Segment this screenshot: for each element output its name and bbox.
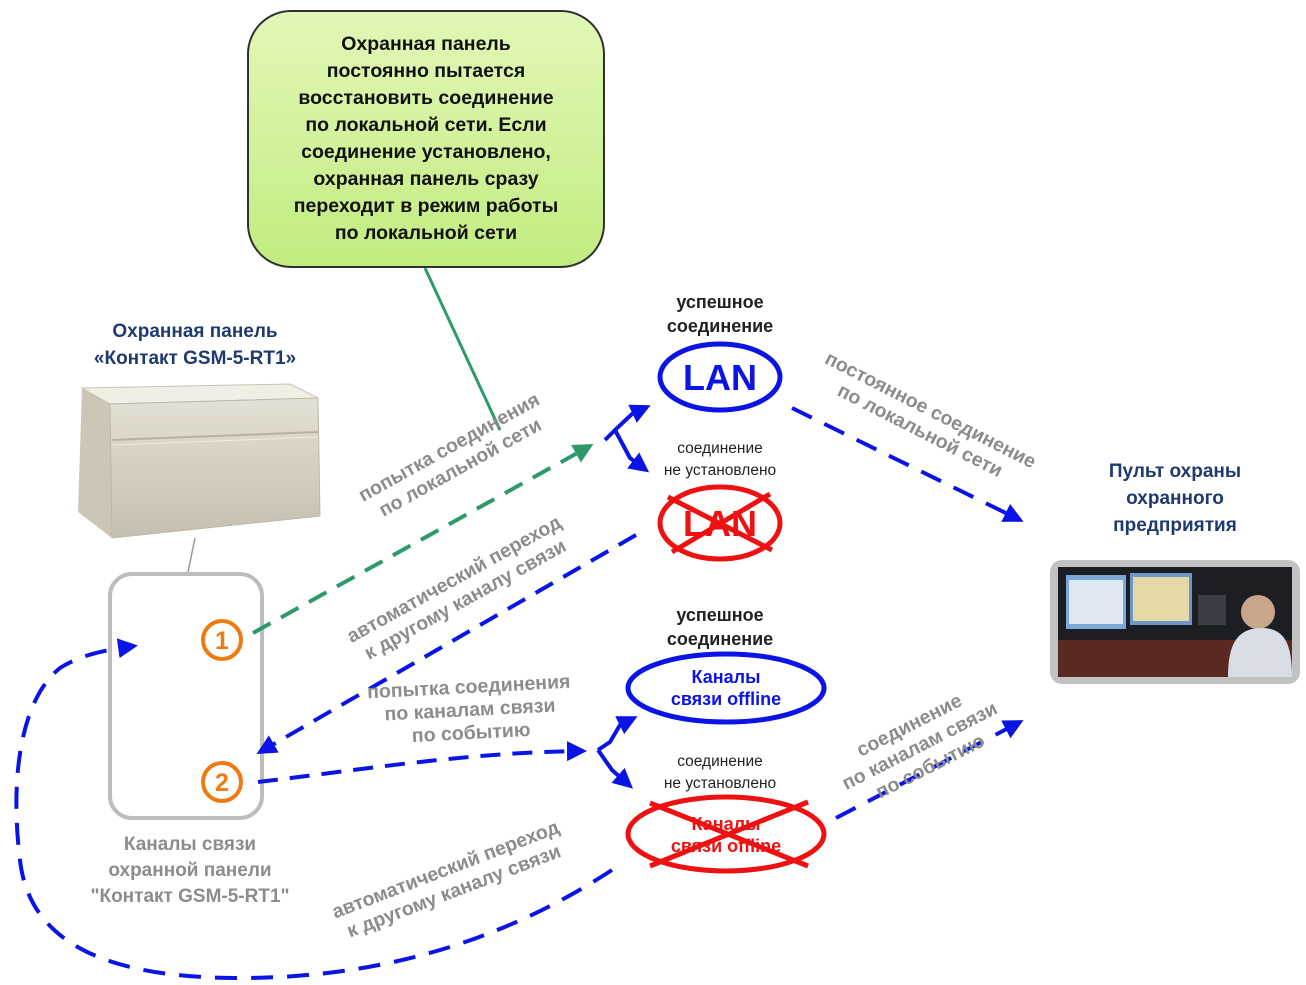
- console-title: Пульт охраны охранного предприятия: [1075, 458, 1275, 539]
- status-line: успешное: [676, 292, 764, 312]
- lan-fail-label: LAN: [683, 503, 757, 544]
- lan-fail-cross: [670, 491, 772, 555]
- panel-title: Охранная панель «Контакт GSM-5-RT1»: [40, 318, 350, 372]
- status-line: успешное: [676, 605, 764, 625]
- device-connector: [187, 537, 196, 573]
- panel-title-line: «Контакт GSM-5-RT1»: [93, 348, 297, 369]
- lan-ok-label: LAN: [683, 357, 757, 398]
- status-line: не установлено: [663, 462, 777, 479]
- lan-ok-status: успешное соединение: [640, 290, 800, 338]
- offline-fork-up: [596, 716, 638, 752]
- event-attempt-arrow: [257, 741, 587, 784]
- offline-ok-node: [625, 651, 827, 725]
- lan-ok-node: [657, 341, 783, 413]
- status-line: не установлено: [663, 775, 777, 792]
- callout-pointer: [423, 267, 502, 431]
- callout-line: переходит в режим работы: [293, 195, 559, 217]
- callout-line: охранная панель сразу: [313, 168, 539, 190]
- callout-line: по локальной сети: [334, 222, 518, 244]
- panel-title-line: Охранная панель: [112, 321, 278, 342]
- channel-1-marker: [201, 619, 243, 661]
- lan-fork-down: [613, 429, 650, 473]
- channels-caption: Каналы связи охранной панели "Контакт GS…: [40, 832, 340, 910]
- console-title-line: Пульт охраны: [1108, 461, 1242, 482]
- offline-fail-label: Каналы: [692, 814, 761, 834]
- console-title-line: предприятия: [1113, 515, 1237, 536]
- callout-box: Охранная панель постоянно пытается восст…: [247, 10, 605, 268]
- channels-box: [108, 572, 264, 820]
- switch-2-arrow: [14, 638, 614, 981]
- callout-line: Охранная панель: [341, 33, 511, 55]
- offline-fail-status: соединение не установлено: [640, 751, 800, 795]
- channel-2-number: 2: [215, 769, 229, 797]
- callout-line: восстановить соединение: [298, 87, 554, 109]
- channel-1-number: 1: [215, 627, 229, 655]
- offline-fail-cross: [649, 799, 809, 869]
- channel-2-marker: [201, 761, 243, 803]
- lan-fail-status: соединение не установлено: [640, 438, 800, 482]
- console-photo: [1050, 560, 1300, 684]
- device-image: [78, 383, 321, 539]
- offline-ok-status: успешное соединение: [640, 603, 800, 651]
- callout-line: по локальной сети. Если: [305, 114, 547, 136]
- status-line: соединение: [666, 629, 774, 649]
- caption-line: охранной панели: [108, 860, 272, 881]
- lan-attempt-arrow: [252, 444, 594, 635]
- lan-permanent-arrow: [791, 406, 1024, 522]
- lan-fork-up: [603, 404, 651, 442]
- caption-line: Каналы связи: [123, 834, 257, 855]
- offline-fork-down: [596, 748, 633, 789]
- offline-ok-label: Каналы: [692, 667, 761, 687]
- callout-line: соединение установлено,: [301, 141, 551, 163]
- switch-1-arrow: [256, 533, 637, 754]
- event-attempt-label: попытка соединения по каналам связи по с…: [343, 670, 596, 752]
- callout-line: постоянно пытается: [326, 60, 526, 82]
- status-line: соединение: [677, 753, 763, 770]
- offline-fail-label: связи offline: [671, 836, 781, 856]
- status-line: соединение: [666, 316, 774, 336]
- status-line: соединение: [677, 440, 763, 457]
- console-title-line: охранного: [1126, 488, 1224, 509]
- offline-ok-label: связи offline: [671, 689, 781, 709]
- caption-line: "Контакт GSM-5-RT1": [90, 886, 290, 907]
